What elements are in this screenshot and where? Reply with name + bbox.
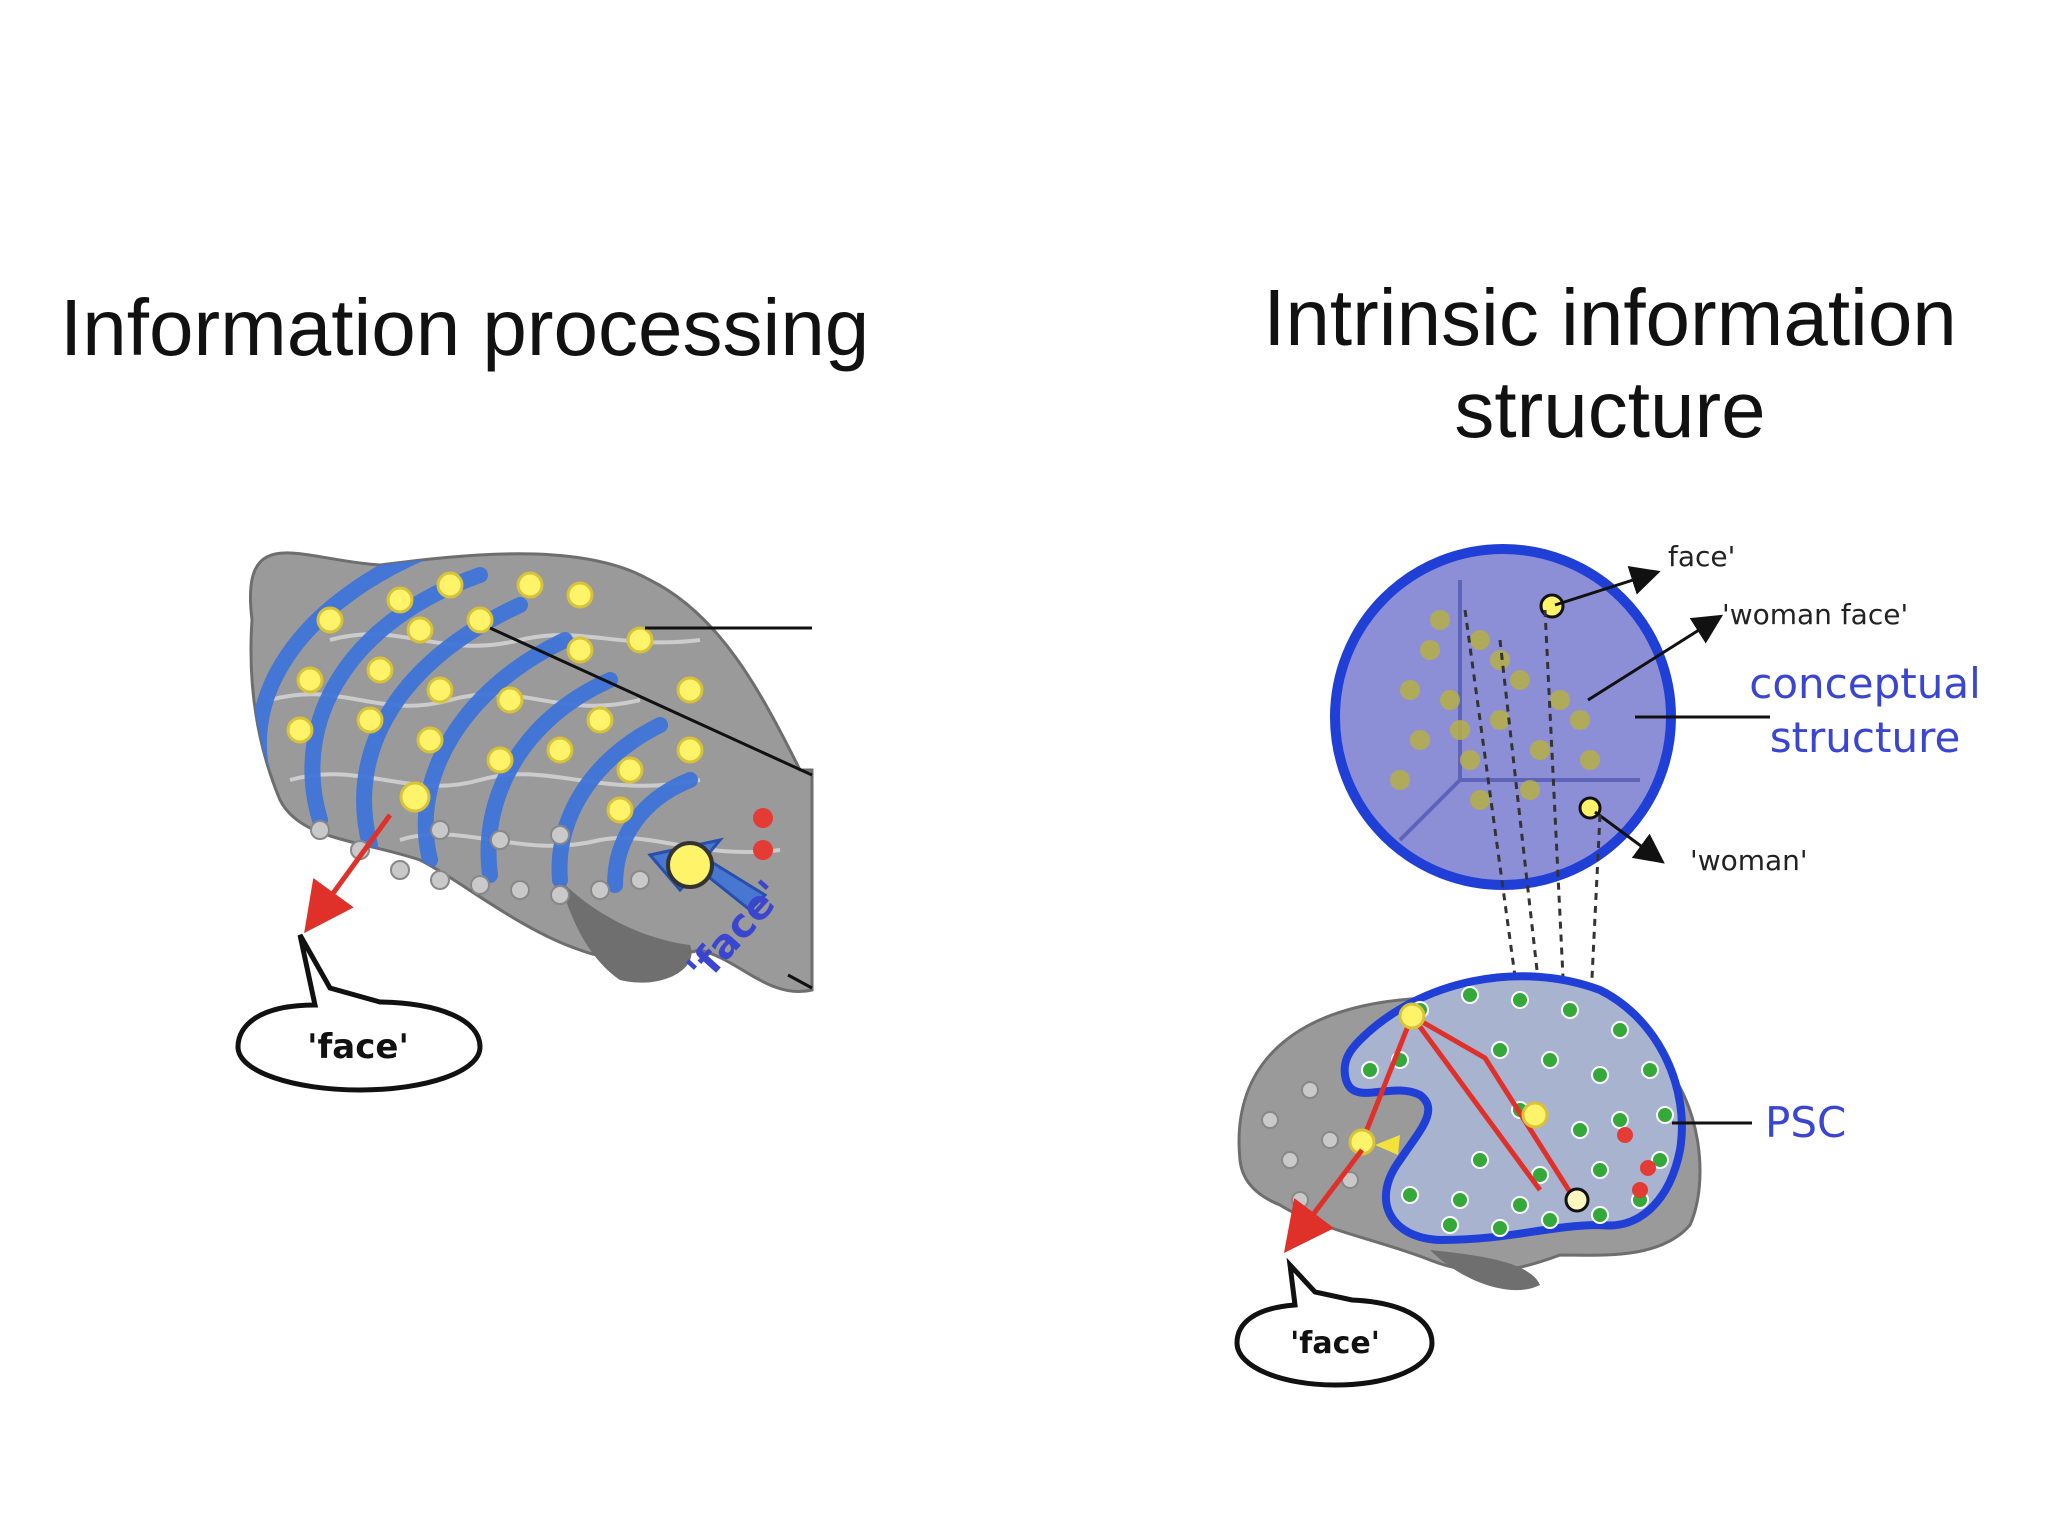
left-speech-text: 'face'	[307, 1027, 409, 1067]
right-panel-title: Intrinsic information structure	[1180, 272, 2040, 456]
structure-label: structure	[1770, 713, 1961, 762]
right-brain-illustration: PSC 'face'	[1234, 972, 1846, 1388]
left-panel-title: Information processing	[60, 283, 870, 372]
left-brain-illustration: 'face' 'face'	[235, 551, 814, 1093]
left-speech-bubble	[235, 933, 483, 1093]
psc-label: PSC	[1765, 1098, 1846, 1147]
right-speech-text: 'face'	[1290, 1326, 1380, 1361]
conceptual-label: conceptual	[1749, 659, 1981, 708]
conceptual-structure-circle: face' 'woman face' 'woman' conceptual st…	[1330, 540, 1981, 890]
right-speech-bubble	[1234, 1257, 1435, 1388]
concept-label-woman: 'woman'	[1690, 844, 1808, 877]
right-title-line1: Intrinsic information	[1263, 273, 1957, 362]
right-title-line2: structure	[1454, 365, 1766, 454]
concept-label-woman-face: 'woman face'	[1722, 598, 1908, 631]
concept-label-face: face'	[1668, 540, 1735, 573]
